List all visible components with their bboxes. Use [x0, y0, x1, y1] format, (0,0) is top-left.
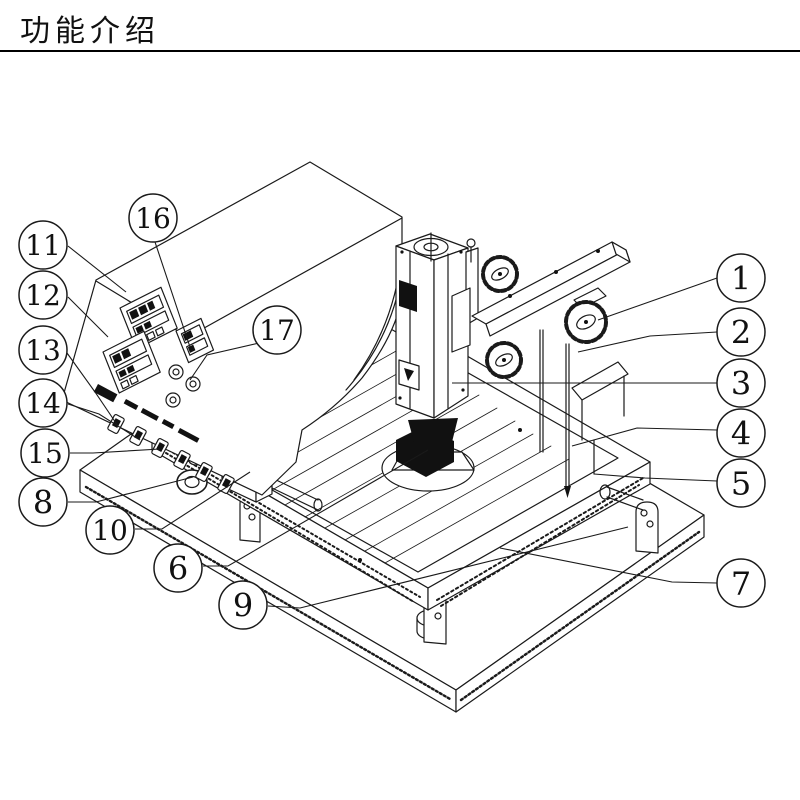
right-stand	[571, 361, 644, 511]
callout-number-6: 6	[168, 550, 188, 588]
callout-circle-1	[716, 253, 766, 303]
handwheel-mid	[564, 300, 608, 344]
callout-circle-2	[716, 307, 766, 357]
callout-circle-17	[252, 305, 302, 355]
callout-number-16: 16	[135, 202, 171, 235]
callout-number-12: 12	[25, 279, 61, 312]
callout-circle-8	[18, 477, 68, 527]
handwheel-lower	[485, 341, 523, 379]
leader-line-17	[189, 342, 260, 381]
callout-number-3: 3	[731, 365, 751, 403]
temp-display-1	[119, 286, 178, 350]
leader-line-5	[593, 473, 718, 482]
leader-line-14	[67, 403, 141, 441]
leader-line-16	[154, 241, 191, 348]
leader-line-7	[499, 547, 718, 584]
leader-line-10	[135, 471, 251, 530]
brand-marks	[93, 384, 200, 443]
heater-nozzle	[408, 418, 458, 442]
leader-line-6	[203, 449, 429, 567]
leader-line-11	[67, 245, 127, 293]
leader-line-8	[68, 476, 194, 503]
leader-line-4	[571, 427, 718, 447]
aux-display	[175, 317, 215, 364]
callout-number-14: 14	[25, 387, 61, 420]
callout-number-4: 4	[731, 415, 751, 453]
callout-circle-4	[716, 408, 766, 458]
column-label	[399, 280, 417, 312]
callout-circle-3	[716, 358, 766, 408]
leader-line-13	[66, 352, 119, 427]
callout-number-8: 8	[33, 484, 53, 522]
support-arm	[451, 241, 631, 353]
leader-line-1	[597, 277, 718, 321]
leader-line-15	[70, 448, 161, 454]
callout-circle-12	[18, 270, 68, 320]
callout-number-13: 13	[25, 334, 61, 367]
callout-circle-15	[20, 428, 70, 478]
title-underline	[0, 50, 800, 52]
callout-number-5: 5	[731, 465, 751, 503]
leader-line-9	[267, 526, 629, 609]
callout-circle-7	[716, 558, 766, 608]
control-panel	[93, 286, 235, 494]
sensor-rods	[539, 329, 571, 498]
callout-circle-5	[716, 458, 766, 508]
callout-circle-10	[85, 505, 135, 555]
callout-number-1: 1	[731, 260, 751, 298]
page-title: 功能介绍	[20, 14, 160, 49]
callout-number-11: 11	[25, 229, 61, 262]
handwheels	[481, 255, 608, 379]
callout-number-17: 17	[259, 314, 295, 347]
callout-circle-14	[18, 378, 68, 428]
callout-number-7: 7	[731, 565, 751, 603]
callout-circle-16	[128, 193, 178, 243]
hot-air-column	[395, 232, 479, 442]
callout-circle-13	[18, 325, 68, 375]
leader-line-2	[577, 331, 718, 353]
temp-display-2	[102, 330, 161, 394]
callout-circle-6	[153, 543, 203, 593]
callout-number-10: 10	[92, 514, 128, 547]
leader-line-12	[67, 296, 109, 338]
panel-knobs	[165, 364, 201, 408]
callout-number-2: 2	[731, 314, 751, 352]
callout-number-15: 15	[27, 437, 63, 470]
callout-number-9: 9	[233, 587, 253, 625]
handwheel-upper	[481, 255, 519, 293]
callout-circle-9	[218, 580, 268, 630]
callout-circle-11	[18, 220, 68, 270]
